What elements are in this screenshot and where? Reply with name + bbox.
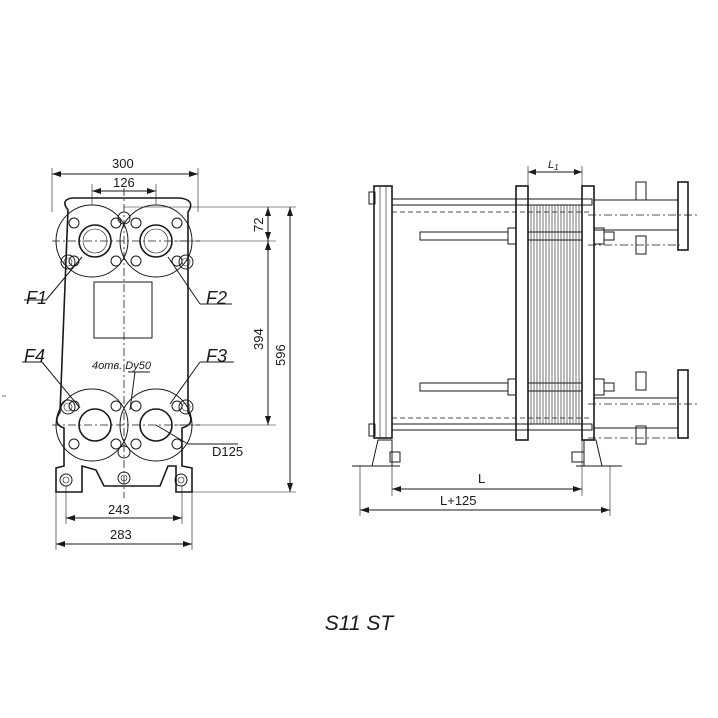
nozzle-upper xyxy=(588,181,700,255)
svg-text:243: 243 xyxy=(108,502,130,517)
port-label-f3: F3 xyxy=(206,346,227,366)
port-label-f4: F4 xyxy=(24,346,45,366)
svg-text:300: 300 xyxy=(112,156,134,171)
dim-port-spacing-h: 126 xyxy=(91,175,157,205)
nameplate xyxy=(93,281,153,339)
dim-plate-pack: L1 xyxy=(527,159,583,200)
pressure-plate xyxy=(515,185,529,441)
svg-text:126: 126 xyxy=(113,175,135,190)
front-view: F1 F2 F3 F4 4отв. Dy50 D125 300 126 7 xyxy=(2,156,296,550)
dim-height-total: 596 xyxy=(192,207,296,493)
plate-pack-lines xyxy=(530,205,580,424)
port-label-f1: F1 xyxy=(26,288,47,308)
fixed-frame-plate xyxy=(373,185,393,439)
svg-text:L1: L1 xyxy=(548,159,559,172)
flange-bolts xyxy=(68,217,183,450)
svg-text:L+125: L+125 xyxy=(440,493,477,508)
port-label-f2: F2 xyxy=(206,288,227,308)
dim-foot-inner: 243 xyxy=(65,486,183,524)
dim-length-plus: L+125 xyxy=(359,466,611,516)
svg-text:394: 394 xyxy=(251,328,266,350)
tightening-bolts xyxy=(419,227,615,396)
nozzle-lower xyxy=(588,369,700,445)
support-feet xyxy=(352,439,622,467)
frame-plate-outline xyxy=(55,197,193,493)
dim-foot-outer: 283 xyxy=(55,492,193,550)
dim-length: L xyxy=(391,440,583,496)
port-leaders xyxy=(22,256,238,445)
dim-top-offset: 72 xyxy=(124,206,296,242)
dim-port-spacing-v: 394 xyxy=(174,241,276,426)
side-view: L1 L L+125 xyxy=(352,159,700,516)
svg-text:L: L xyxy=(478,471,485,486)
bottom-guide-bar xyxy=(391,423,593,431)
top-guide-bar xyxy=(391,198,593,206)
port-diameter-label: D125 xyxy=(212,444,243,459)
svg-text:596: 596 xyxy=(273,344,288,366)
dim-width-total: 300 xyxy=(51,156,199,212)
bolt-note: 4отв. Dy50 xyxy=(92,360,152,372)
svg-text:283: 283 xyxy=(110,527,132,542)
svg-text:72: 72 xyxy=(251,218,266,232)
drawing-caption: S11 ST xyxy=(324,612,394,635)
